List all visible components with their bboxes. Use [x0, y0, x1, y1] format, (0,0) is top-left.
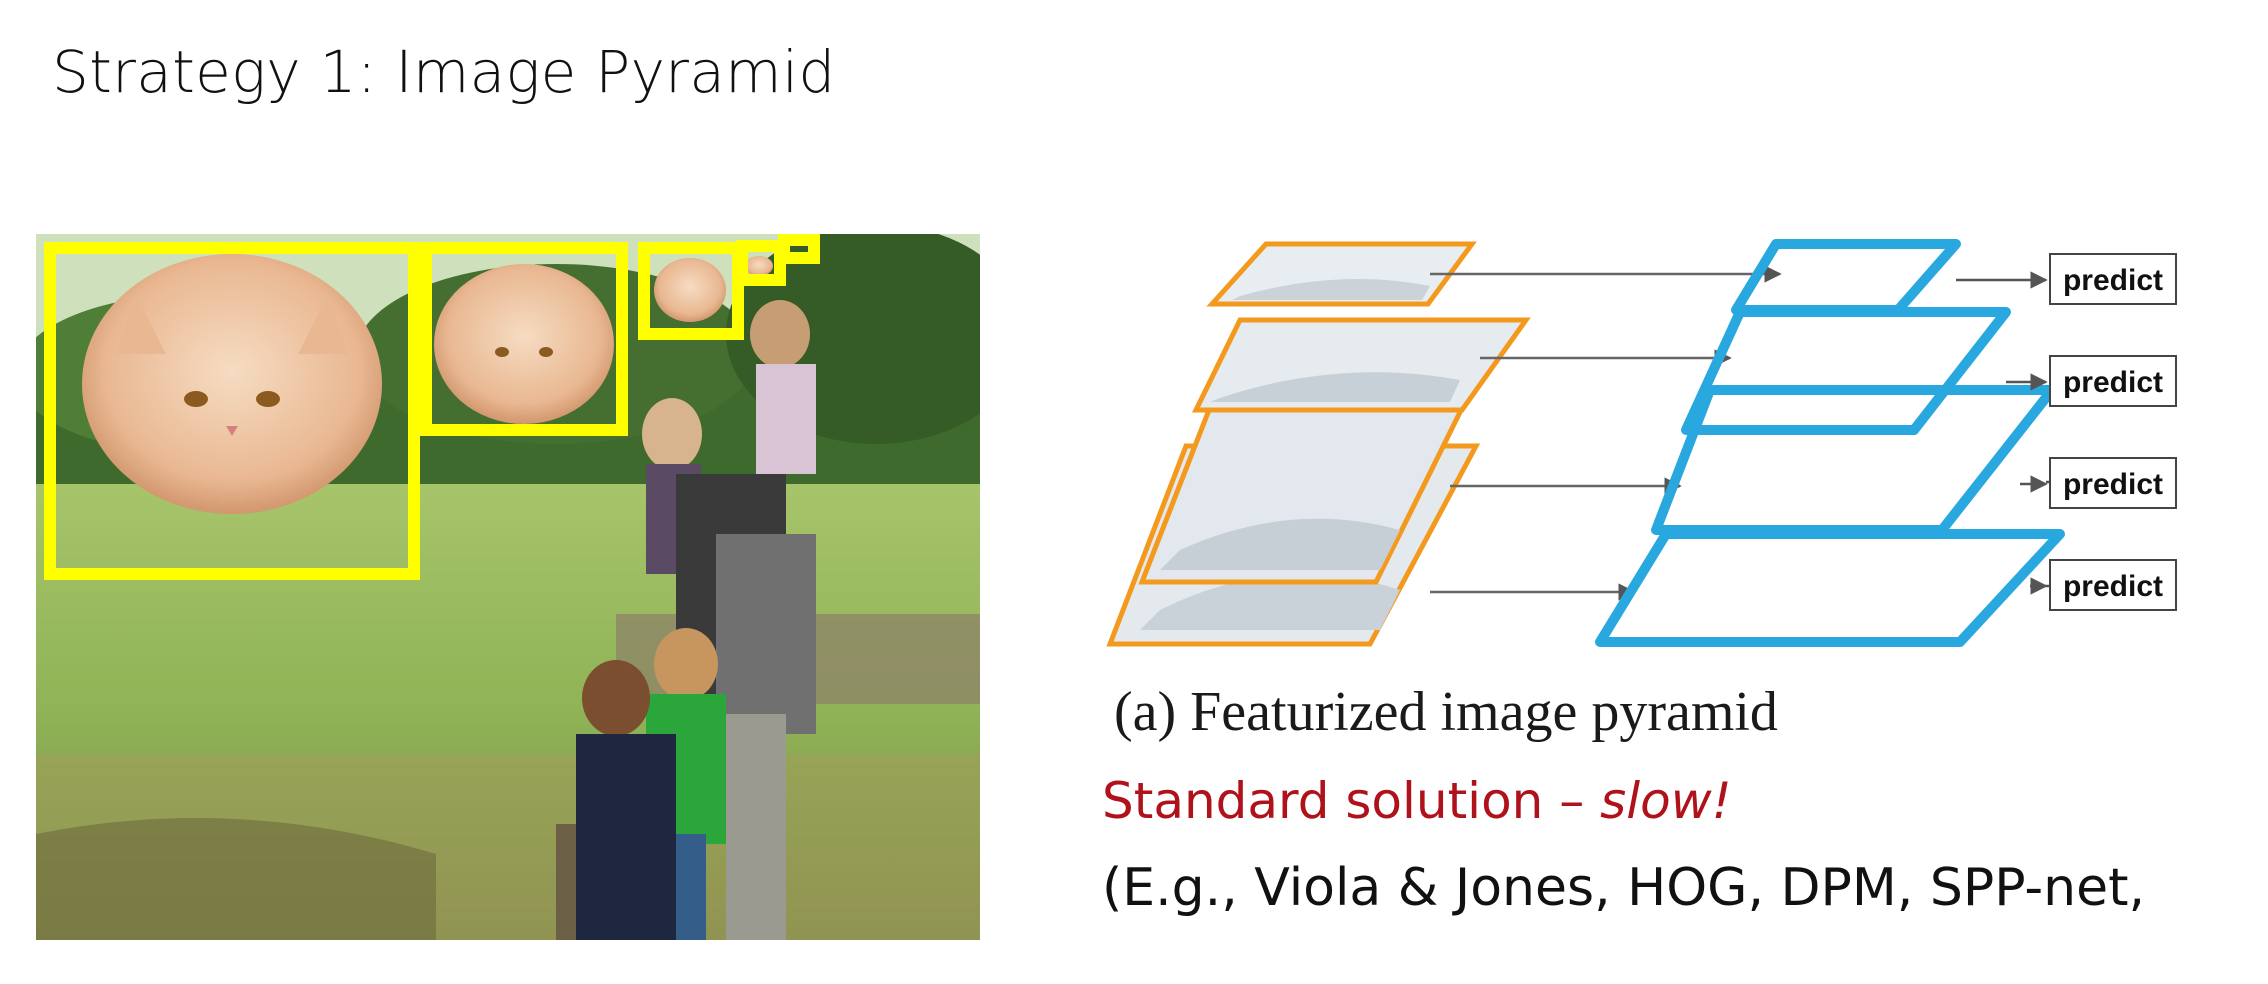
feature-level-3 [1651, 385, 2057, 535]
predict-box-4: predict [2049, 559, 2177, 611]
standard-solution-note: Standard solution – slow! [1102, 772, 1732, 830]
standard-solution-text: Standard solution – [1102, 772, 1601, 830]
predict-label-1: predict [2063, 264, 2163, 297]
box-scale-2 [420, 242, 628, 436]
image-level-2 [1191, 317, 1531, 413]
slow-emphasis: slow! [1600, 772, 1732, 830]
predict-label-3: predict [2063, 468, 2163, 501]
detection-boxes [44, 234, 820, 580]
image-level-1 [1206, 241, 1477, 307]
predict-box-3: predict [2049, 457, 2177, 509]
slide-title: Strategy 1: Image Pyramid [52, 38, 836, 106]
cat-medium [434, 264, 614, 424]
feature-level-2 [1681, 307, 2011, 435]
feature-levels [1595, 239, 2065, 647]
predict-arrows [1956, 271, 2060, 595]
predict-label-2: predict [2063, 366, 2163, 399]
predict-box-1: predict [2049, 253, 2177, 305]
feature-level-1 [1731, 239, 1961, 315]
diagram-caption: (a) Featurized image pyramid [1114, 681, 1778, 743]
feature-level-4 [1595, 529, 2065, 647]
cat-small [654, 258, 726, 322]
box-scale-1 [44, 242, 420, 580]
examples-note: (E.g., Viola & Jones, HOG, DPM, SPP-net, [1102, 858, 2146, 918]
example-photo [36, 234, 980, 940]
box-scale-5 [778, 234, 820, 264]
people [576, 300, 816, 940]
cat-large [82, 254, 382, 514]
predict-box-2: predict [2049, 355, 2177, 407]
box-scale-3 [638, 242, 744, 340]
predict-label-4: predict [2063, 570, 2163, 603]
level-arrows [1430, 265, 1782, 601]
cat-tiny [745, 256, 773, 276]
pyramid-diagram: predict predict predict predict [1100, 230, 2200, 670]
